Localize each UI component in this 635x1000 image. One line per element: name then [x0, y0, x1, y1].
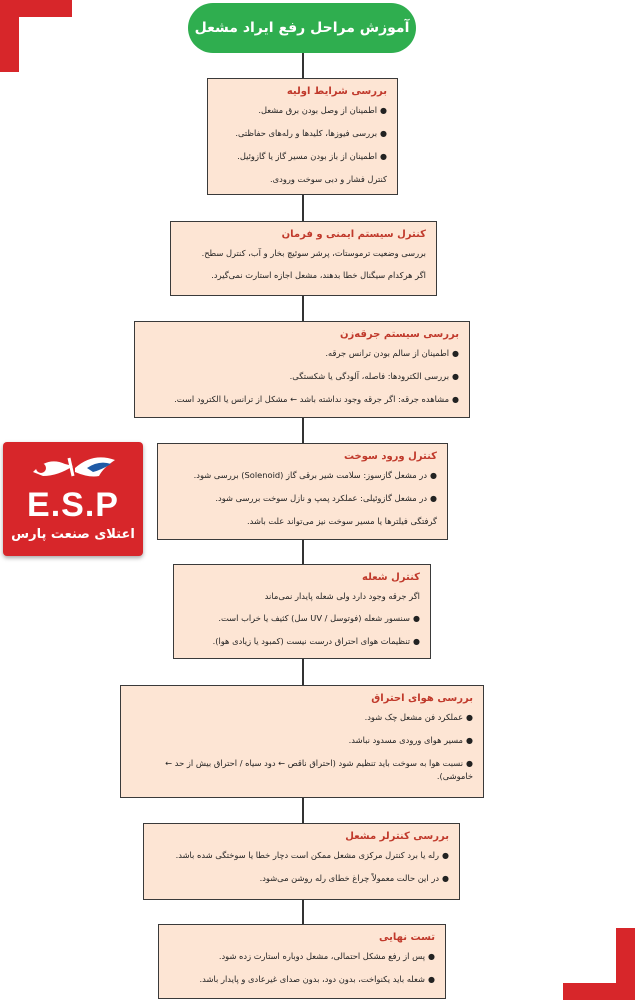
step-line: رله یا برد کنترل مرکزی مشعل ممکن است دچا…	[154, 849, 449, 862]
step-box: تست نهایی پس از رفع مشکل احتمالی، مشعل دو…	[158, 924, 446, 999]
logo-brand: E.S.P	[27, 486, 119, 524]
step-line: تنظیمات هوای احتراق درست نیست (کمبود یا …	[184, 635, 420, 648]
step-heading: بررسی شرایط اولیه	[286, 86, 387, 97]
step-box: کنترل ورود سوخت در مشعل گازسوز: سلامت شیر…	[157, 443, 448, 540]
step-heading: کنترل ورود سوخت	[343, 451, 437, 462]
step-line: اگر جرقه وجود دارد ولی شعله پایدار نمی‌م…	[264, 591, 420, 601]
step-heading: بررسی سیستم جرقه‌زن	[340, 329, 459, 340]
step-box: بررسی سیستم جرقه‌زن اطمینان از سالم بودن …	[134, 321, 470, 418]
corner-decoration-top-left	[0, 0, 19, 72]
step-line: نسبت هوا به سوخت باید تنظیم شود (احتراق …	[131, 757, 473, 782]
step-line: بررسی وضعیت ترموستات، پرشر سوئیچ بخار و …	[201, 248, 426, 258]
step-box: کنترل شعله اگر جرقه وجود دارد ولی شعله پا…	[173, 564, 431, 659]
step-line: در مشعل گازوئیلی: عملکرد پمپ و نازل سوخت…	[168, 492, 437, 505]
step-heading: بررسی کنترلر مشعل	[345, 831, 449, 842]
step-box: کنترل سیستم ایمنی و فرمان بررسی وضعیت ترم…	[170, 221, 437, 296]
step-line: در این حالت معمولاً چراغ خطای رله روشن م…	[154, 872, 449, 885]
step-box: بررسی شرایط اولیه اطمینان از وصل بودن برق…	[207, 78, 398, 195]
step-line: اگر هرکدام سیگنال خطا بدهند، مشعل اجازه …	[211, 270, 426, 280]
step-box: بررسی هوای احتراق عملکرد فن مشعل چک شود. م…	[120, 685, 484, 798]
step-box: بررسی کنترلر مشعل رله یا برد کنترل مرکزی …	[143, 823, 460, 900]
step-line: کنترل فشار و دبی سوخت ورودی.	[270, 174, 387, 184]
page-title: آموزش مراحل رفع ایراد مشعل	[188, 3, 416, 53]
step-line: اطمینان از باز بودن مسیر گاز یا گازوئیل.	[218, 150, 387, 163]
step-line: پس از رفع مشکل احتمالی، مشعل دوباره استا…	[169, 950, 435, 963]
step-heading: کنترل شعله	[362, 572, 420, 583]
step-heading: تست نهایی	[379, 932, 435, 943]
step-line: در مشعل گازسوز: سلامت شیر برقی گاز (Sole…	[168, 469, 437, 482]
step-line: شعله باید یکنواخت، بدون دود، بدون صدای غ…	[169, 973, 435, 986]
step-line: عملکرد فن مشعل چک شود.	[131, 711, 473, 724]
step-line: بررسی الکترودها: فاصله، آلودگی یا شکستگی…	[145, 370, 459, 383]
step-line: سنسور شعله (فوتوسل / UV سل) کثیف یا خراب…	[184, 612, 420, 625]
step-line: گرفتگی فیلترها یا مسیر سوخت نیز می‌تواند…	[246, 516, 437, 526]
step-heading: بررسی هوای احتراق	[371, 693, 473, 704]
step-line: اطمینان از سالم بودن ترانس جرقه.	[145, 347, 459, 360]
step-heading: کنترل سیستم ایمنی و فرمان	[281, 229, 426, 240]
step-line: مسیر هوای ورودی مسدود نباشد.	[131, 734, 473, 747]
logo-subtitle: اعتلای صنعت پارس	[11, 527, 135, 542]
corner-decoration-bottom-right	[616, 928, 635, 1000]
step-line: مشاهده جرقه: اگر جرقه وجود نداشته باشد ←…	[145, 393, 459, 406]
esp-logo: E.S.P اعتلای صنعت پارس	[3, 442, 143, 556]
flame-wrench-icon	[33, 457, 115, 477]
step-line: بررسی فیوزها، کلیدها و رله‌های حفاظتی.	[218, 127, 387, 140]
step-line: اطمینان از وصل بودن برق مشعل.	[218, 104, 387, 117]
